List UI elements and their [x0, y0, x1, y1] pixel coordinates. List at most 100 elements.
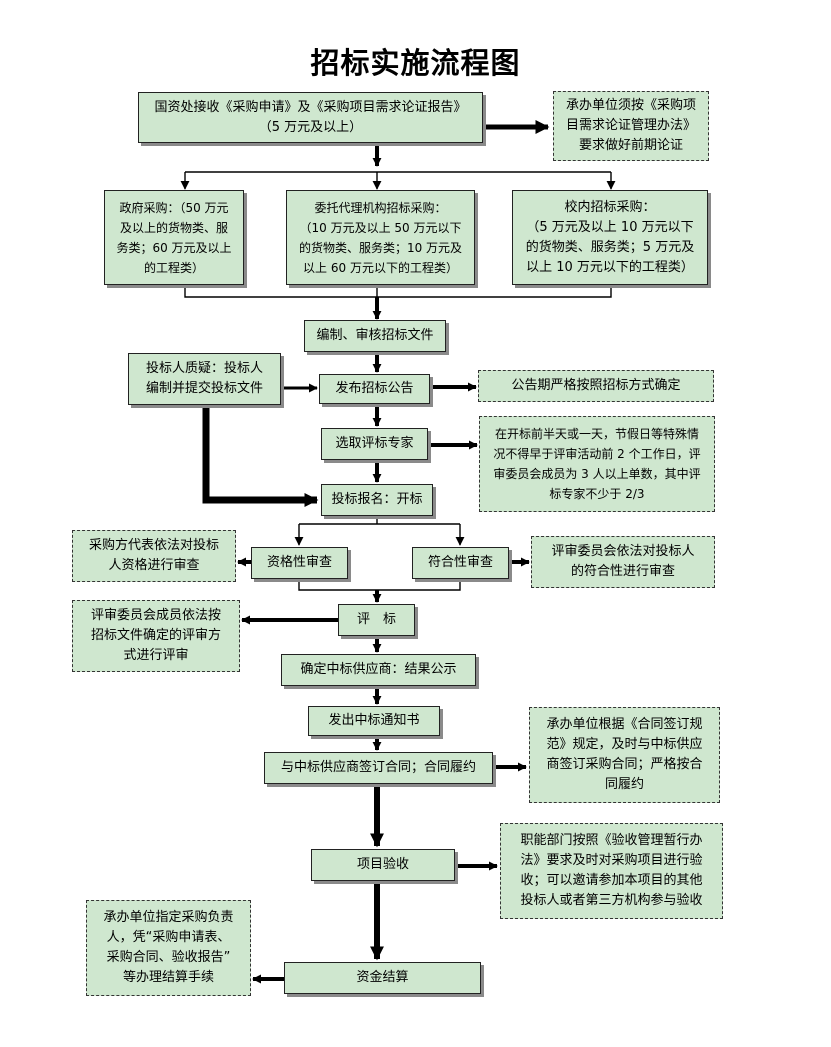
node-text: 符合性审查 [428, 553, 493, 573]
node-line: 评审委员会依法对投标人 [551, 544, 695, 559]
node-line: 符合性审查 [427, 555, 493, 570]
node-text: 资金结算 [356, 968, 408, 988]
node-line: 式进行评审 [123, 648, 189, 663]
node-text: 政府采购：（50 万元及以上的货物类、服务类；60 万元及以上的工程类） [116, 198, 231, 278]
node-line: 选取评标专家 [335, 436, 414, 451]
node-line: 在开标前半天或一天，节假日等特殊情 [494, 427, 699, 441]
node-text: 资格性审查 [267, 553, 332, 573]
node-line: 的符合性进行审查 [570, 564, 675, 579]
node-line: 资格性审查 [266, 555, 332, 570]
node-line: 的货物类、服务类；5 万元及 [525, 239, 695, 255]
node-text: 评审委员会成员依法按招标文件确定的评审方式进行评审 [91, 606, 221, 666]
node-text: 评审委员会依法对投标人的符合性进行审查 [551, 542, 694, 582]
node-line: 商签订采购合同；严格按合 [546, 757, 703, 772]
node-experts: 选取评标专家 [321, 428, 428, 460]
node-text: 国资处接收《采购申请》及《采购项目需求论证报告》（5 万元及以上） [154, 98, 466, 138]
node-line: 及以上的货物类、服 [119, 220, 228, 235]
node-publish-note: 公告期严格按照招标方式确定 [478, 370, 714, 402]
node-text: 发出中标通知书 [328, 711, 419, 731]
node-text: 职能部门按照《验收管理暂行办法》要求及时对采购项目进行验收；可以邀请参加本项目的… [520, 831, 702, 911]
review-merge-bar [298, 579, 461, 591]
node-agency: 委托代理机构招标采购： （10 万元及以上 50 万元以下的货物类、服务类；10 … [286, 190, 475, 285]
node-line: 采购方代表依法对投标 [88, 538, 219, 553]
node-line: 发出中标通知书 [328, 713, 420, 728]
node-notice: 发出中标通知书 [308, 706, 440, 736]
node-accept-note: 职能部门按照《验收管理暂行办法》要求及时对采购项目进行验收；可以邀请参加本项目的… [500, 823, 723, 919]
node-qual: 资格性审查 [251, 547, 348, 579]
node-start-note: 承办单位须按《采购项目需求论证管理办法》要求做好前期论证 [553, 91, 709, 161]
node-line: 人资格进行审查 [108, 558, 200, 573]
node-text: 评 标 [357, 610, 396, 630]
node-line: 的工程类） [143, 260, 204, 275]
node-line: 的货物类、服务类；10 万元及 [298, 240, 463, 255]
node-line: 承办单位根据《合同签订规 [546, 717, 703, 732]
node-text: 投标报名：开标 [331, 490, 422, 510]
node-line: 委托代理机构招标采购： [314, 200, 447, 215]
node-conform-note: 评审委员会依法对投标人的符合性进行审查 [531, 536, 715, 588]
node-line: 编制、审核招标文件 [316, 328, 434, 343]
node-contract: 与中标供应商签订合同；合同履约 [264, 752, 493, 784]
node-qual-note: 采购方代表依法对投标人资格进行审查 [72, 530, 236, 582]
node-text: 投标人质疑：投标人编制并提交投标文件 [146, 359, 263, 399]
node-line: （10 万元及以上 50 万元以下 [299, 220, 462, 235]
node-line: 投标人或者第三方机构参与验收 [520, 893, 703, 908]
node-winner: 确定中标供应商：结果公示 [281, 654, 476, 686]
node-text: 采购方代表依法对投标人资格进行审查 [89, 536, 219, 576]
node-settle-note: 承办单位指定采购负责人，凭“采购申请表、采购合同、验收报告”等办理结算手续 [86, 900, 251, 996]
node-text: 承办单位根据《合同签订规范》规定，及时与中标供应商签订采购合同；严格按合同履约 [546, 715, 702, 795]
node-line: 要求做好前期论证 [578, 138, 683, 153]
node-text: 选取评标专家 [335, 434, 413, 454]
node-text: 项目验收 [357, 855, 409, 875]
node-text: 公告期严格按照招标方式确定 [511, 376, 680, 396]
node-text: 委托代理机构招标采购： （10 万元及以上 50 万元以下的货物类、服务类；10 … [299, 198, 462, 278]
node-line: 职能部门按照《验收管理暂行办 [520, 833, 703, 848]
node-line: 发布招标公告 [335, 381, 414, 396]
node-line: 等办理结算手续 [122, 970, 214, 985]
node-line: 审委员会成员为 3 人以上单数，其中评 [493, 467, 701, 481]
node-line: 确定中标供应商：结果公示 [300, 662, 457, 677]
node-line: 以上 10 万元以下的工程类） [526, 259, 694, 275]
node-line: （5 万元及以上） [258, 119, 363, 135]
page-title: 招标实施流程图 [310, 46, 521, 80]
node-line: 项目验收 [356, 857, 409, 872]
node-line: 评审委员会成员依法按 [90, 608, 221, 623]
node-contract-note: 承办单位根据《合同签订规范》规定，及时与中标供应商签订采购合同；严格按合同履约 [529, 707, 720, 803]
node-line: 法》要求及时对采购项目进行验 [520, 853, 703, 868]
node-line: 承办单位须按《采购项 [565, 98, 696, 113]
node-line: 公告期严格按照招标方式确定 [511, 378, 681, 393]
node-evaluate-note: 评审委员会成员依法按招标文件确定的评审方式进行评审 [72, 600, 240, 672]
node-text: 与中标供应商签订合同；合同履约 [281, 758, 476, 778]
node-line: 招标文件确定的评审方 [90, 628, 221, 643]
node-text: 确定中标供应商：结果公示 [300, 660, 456, 680]
node-text: 编制、审核招标文件 [316, 326, 433, 346]
node-line: 收；可以邀请参加本项目的其他 [520, 873, 703, 888]
node-line: 政府采购：（50 万元 [119, 200, 229, 215]
node-line: 务类；60 万元及以上 [116, 240, 232, 255]
node-line: 采购合同、验收报告” [106, 950, 231, 965]
node-text: 承办单位须按《采购项目需求论证管理办法》要求做好前期论证 [566, 96, 696, 156]
node-line: 校内招标采购： [564, 199, 656, 215]
node-line: 承办单位指定采购负责 [103, 910, 234, 925]
node-accept: 项目验收 [311, 849, 455, 881]
node-line: 目需求论证管理办法》 [565, 118, 696, 133]
node-gov: 政府采购：（50 万元及以上的货物类、服务类；60 万元及以上的工程类） [104, 190, 244, 285]
node-line: 以上 60 万元以下的工程类） [303, 260, 458, 275]
node-text: 校内招标采购： （5 万元及以上 10 万元以下的货物类、服务类；5 万元及以上 … [526, 198, 694, 278]
node-experts-note: 在开标前半天或一天，节假日等特殊情况不得早于评审活动前 2 个工作日，评审委员会… [479, 416, 715, 512]
node-line: 范》规定，及时与中标供应 [546, 737, 703, 752]
node-line: 资金结算 [356, 970, 409, 985]
node-settle: 资金结算 [284, 962, 481, 994]
node-line: 况不得早于评审活动前 2 个工作日，评 [493, 447, 701, 461]
node-line: 编制并提交投标文件 [145, 381, 263, 396]
node-evaluate: 评 标 [338, 604, 415, 636]
node-line: 标专家不少于 2/3 [549, 487, 645, 501]
node-line: 投标报名：开标 [331, 492, 423, 507]
node-line: 同履约 [604, 777, 644, 792]
node-line: （5 万元及以上 10 万元以下 [526, 219, 694, 235]
node-text: 在开标前半天或一天，节假日等特殊情况不得早于评审活动前 2 个工作日，评审委员会… [493, 424, 700, 504]
node-start: 国资处接收《采购申请》及《采购项目需求论证报告》（5 万元及以上） [138, 92, 483, 143]
merge-bar [184, 285, 612, 298]
node-bidder-q: 投标人质疑：投标人编制并提交投标文件 [128, 353, 281, 405]
node-publish: 发布招标公告 [319, 374, 430, 404]
